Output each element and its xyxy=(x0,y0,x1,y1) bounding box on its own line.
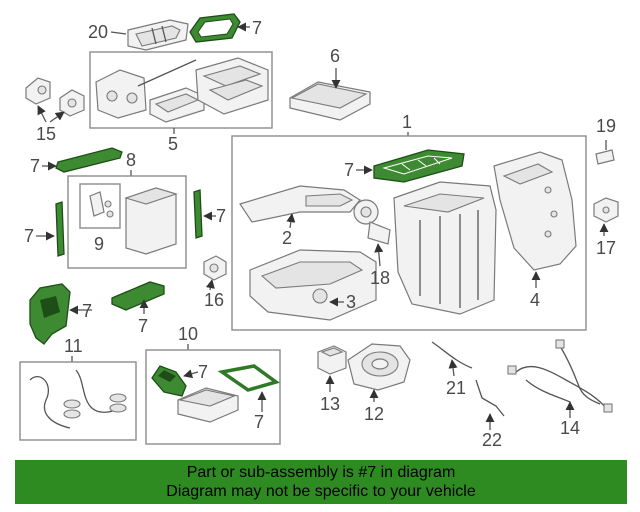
callout-20: 20 xyxy=(88,22,108,42)
leader-15a xyxy=(37,105,47,123)
part-15-sensor[interactable] xyxy=(25,77,85,117)
callout-7-door: 7 xyxy=(82,301,92,321)
callout-7-filter-seal: 7 xyxy=(254,412,264,432)
callout-11: 11 xyxy=(64,336,83,356)
assembly-box-11 xyxy=(19,361,137,441)
part-2-duct[interactable] xyxy=(239,185,361,223)
callout-7-filter-frame: 7 xyxy=(198,362,208,382)
callout-16: 16 xyxy=(204,290,224,310)
callout-7-top: 7 xyxy=(252,18,262,38)
part-12-blower-motor[interactable] xyxy=(347,343,411,391)
callout-3: 3 xyxy=(346,292,356,312)
callout-1: 1 xyxy=(402,112,412,132)
callout-7-evaporator: 7 xyxy=(344,160,354,180)
callout-17: 17 xyxy=(596,238,616,258)
callout-9: 9 xyxy=(94,234,104,254)
callout-7-strip-top: 7 xyxy=(30,156,40,176)
part-18-actuator[interactable] xyxy=(353,199,391,245)
callout-13: 13 xyxy=(320,394,340,414)
leader-20 xyxy=(110,31,127,35)
part-6-filter[interactable] xyxy=(289,81,371,121)
part-10-filter[interactable] xyxy=(177,387,239,423)
part-7-evaporator-seal[interactable] xyxy=(373,149,465,183)
callout-6: 6 xyxy=(330,46,340,66)
callout-15: 15 xyxy=(36,124,56,144)
part-1-housing[interactable] xyxy=(393,181,497,315)
callout-5: 5 xyxy=(168,134,178,154)
part-7-seal-vertical-right[interactable] xyxy=(193,189,203,239)
part-7-filter-frame[interactable] xyxy=(151,365,187,397)
part-21-drain-hose[interactable] xyxy=(431,341,473,369)
assembly-box-1 xyxy=(231,135,587,331)
part-7-seal-top[interactable] xyxy=(189,13,241,43)
leader-15b xyxy=(49,111,65,123)
assembly-box-8 xyxy=(67,175,187,269)
leader-2 xyxy=(286,213,296,229)
callout-14: 14 xyxy=(560,418,580,438)
assembly-box-5 xyxy=(89,51,273,129)
leader-21 xyxy=(448,359,458,377)
callout-19: 19 xyxy=(596,116,616,136)
part-5-case[interactable] xyxy=(95,57,269,123)
part-7-filter-seal[interactable] xyxy=(217,364,280,392)
leader-18 xyxy=(374,243,384,267)
part-7-door-seal[interactable] xyxy=(29,283,71,345)
callout-2: 2 xyxy=(282,228,292,248)
sub-box-9 xyxy=(79,183,121,229)
part-9-clips[interactable] xyxy=(89,191,114,218)
footer-line-2: Diagram may not be specific to your vehi… xyxy=(166,483,476,500)
part-7-tray-seal[interactable] xyxy=(111,281,165,311)
part-14-wiring-harness[interactable] xyxy=(507,339,613,413)
part-22-hose[interactable] xyxy=(475,379,505,417)
part-11-pipes[interactable] xyxy=(29,369,127,429)
part-3-case-lower[interactable] xyxy=(249,249,377,321)
assembly-box-10 xyxy=(145,349,281,445)
callout-7-vertical-right: 7 xyxy=(216,206,226,226)
callout-7-vertical-left: 7 xyxy=(24,226,34,246)
callout-7-tray: 7 xyxy=(138,316,148,336)
part-19-sensor[interactable] xyxy=(595,140,615,165)
part-20-duct[interactable] xyxy=(127,19,189,51)
leader-16 xyxy=(205,279,215,291)
callout-4: 4 xyxy=(530,290,540,310)
callout-12: 12 xyxy=(364,404,384,424)
footer-banner: Part or sub-assembly is #7 in diagram Di… xyxy=(15,460,627,504)
callout-22: 22 xyxy=(482,430,502,450)
part-8-core[interactable] xyxy=(124,187,178,255)
part-13-resistor[interactable] xyxy=(317,345,347,375)
part-4-case-side[interactable] xyxy=(493,151,577,271)
part-7-seal-vertical-left[interactable] xyxy=(55,201,65,257)
callout-8: 8 xyxy=(126,150,136,170)
arrow-7-filter-frame xyxy=(183,369,199,379)
callout-21: 21 xyxy=(446,378,466,398)
callout-10: 10 xyxy=(178,324,198,344)
footer-line-1: Part or sub-assembly is #7 in diagram xyxy=(186,464,456,481)
part-17-actuator[interactable] xyxy=(593,197,619,223)
callout-18: 18 xyxy=(370,268,390,288)
part-16-motor[interactable] xyxy=(203,255,227,281)
part-7-seal-strip-top[interactable] xyxy=(55,147,123,173)
